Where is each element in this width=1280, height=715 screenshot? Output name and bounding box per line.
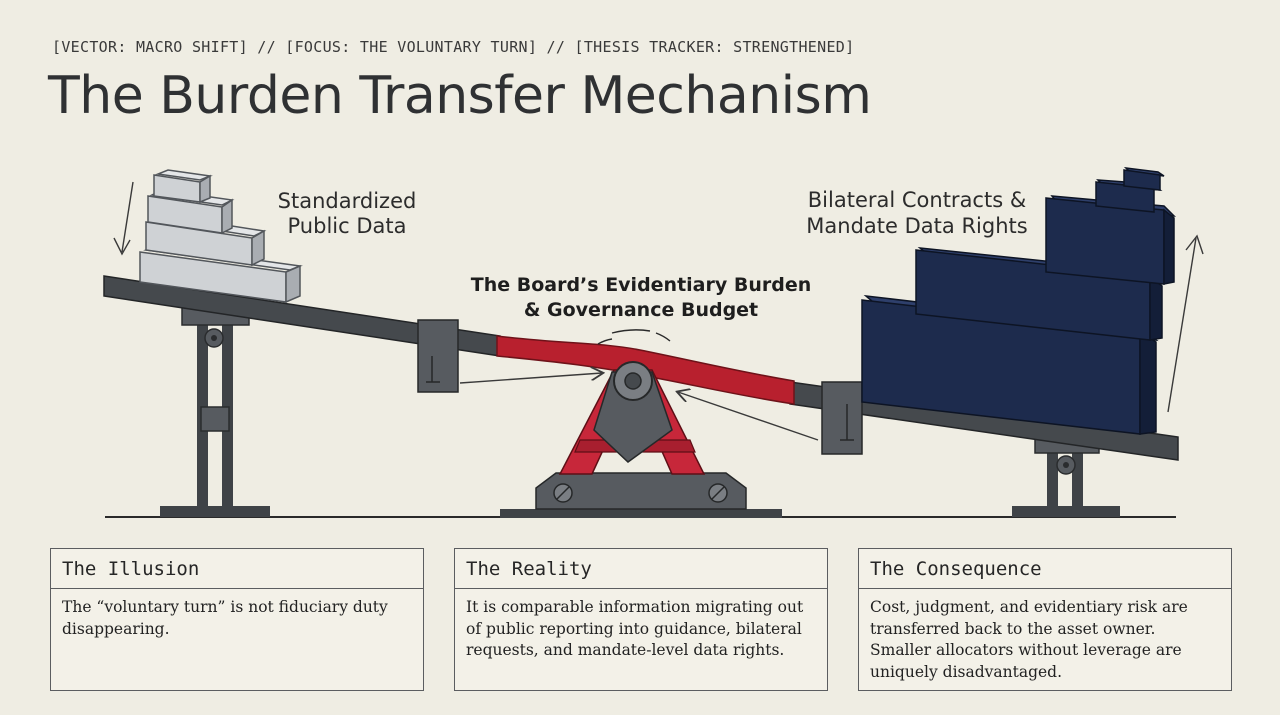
left-label-line-2: Public Data [288,214,407,238]
card-consequence: The Consequence Cost, judgment, and evid… [858,548,1232,691]
fulcrum-base [500,472,782,518]
left-support-stand [160,296,270,517]
right-beam-clamp [821,381,863,455]
left-label-line-1: Standardized [278,189,417,213]
right-label-line-2: Mandate Data Rights [806,214,1027,238]
card-body: It is comparable information migrating o… [466,598,804,659]
heavy-data-blocks [861,166,1176,435]
center-label-line-1: The Board’s Evidentiary Burden [471,274,812,296]
arrow-up-icon [1167,234,1204,413]
page-title: The Burden Transfer Mechanism [48,66,872,126]
arrow-right-icon [459,373,602,384]
breadcrumb: [VECTOR: MACRO SHIFT] // [FOCUS: THE VOL… [52,38,855,56]
card-title: The Illusion [51,549,423,589]
burden-seesaw-diagram: Standardized Public Data Bilateral Contr… [103,166,1204,518]
arrow-down-icon [113,181,134,256]
stress-marks [597,329,671,345]
arrow-left-icon [678,392,819,441]
light-data-blocks [139,169,303,304]
card-body: The “voluntary turn” is not fiduciary du… [62,598,388,638]
right-label-line-1: Bilateral Contracts & [808,188,1026,212]
card-body: Cost, judgment, and evidentiary risk are… [870,598,1188,681]
card-title: The Reality [455,549,827,589]
card-illusion: The Illusion The “voluntary turn” is not… [50,548,424,691]
card-title: The Consequence [859,549,1231,589]
fulcrum-a-frame [558,361,706,475]
left-beam-clamp [417,319,459,393]
center-label-line-2: & Governance Budget [524,299,758,321]
card-reality: The Reality It is comparable information… [454,548,828,691]
